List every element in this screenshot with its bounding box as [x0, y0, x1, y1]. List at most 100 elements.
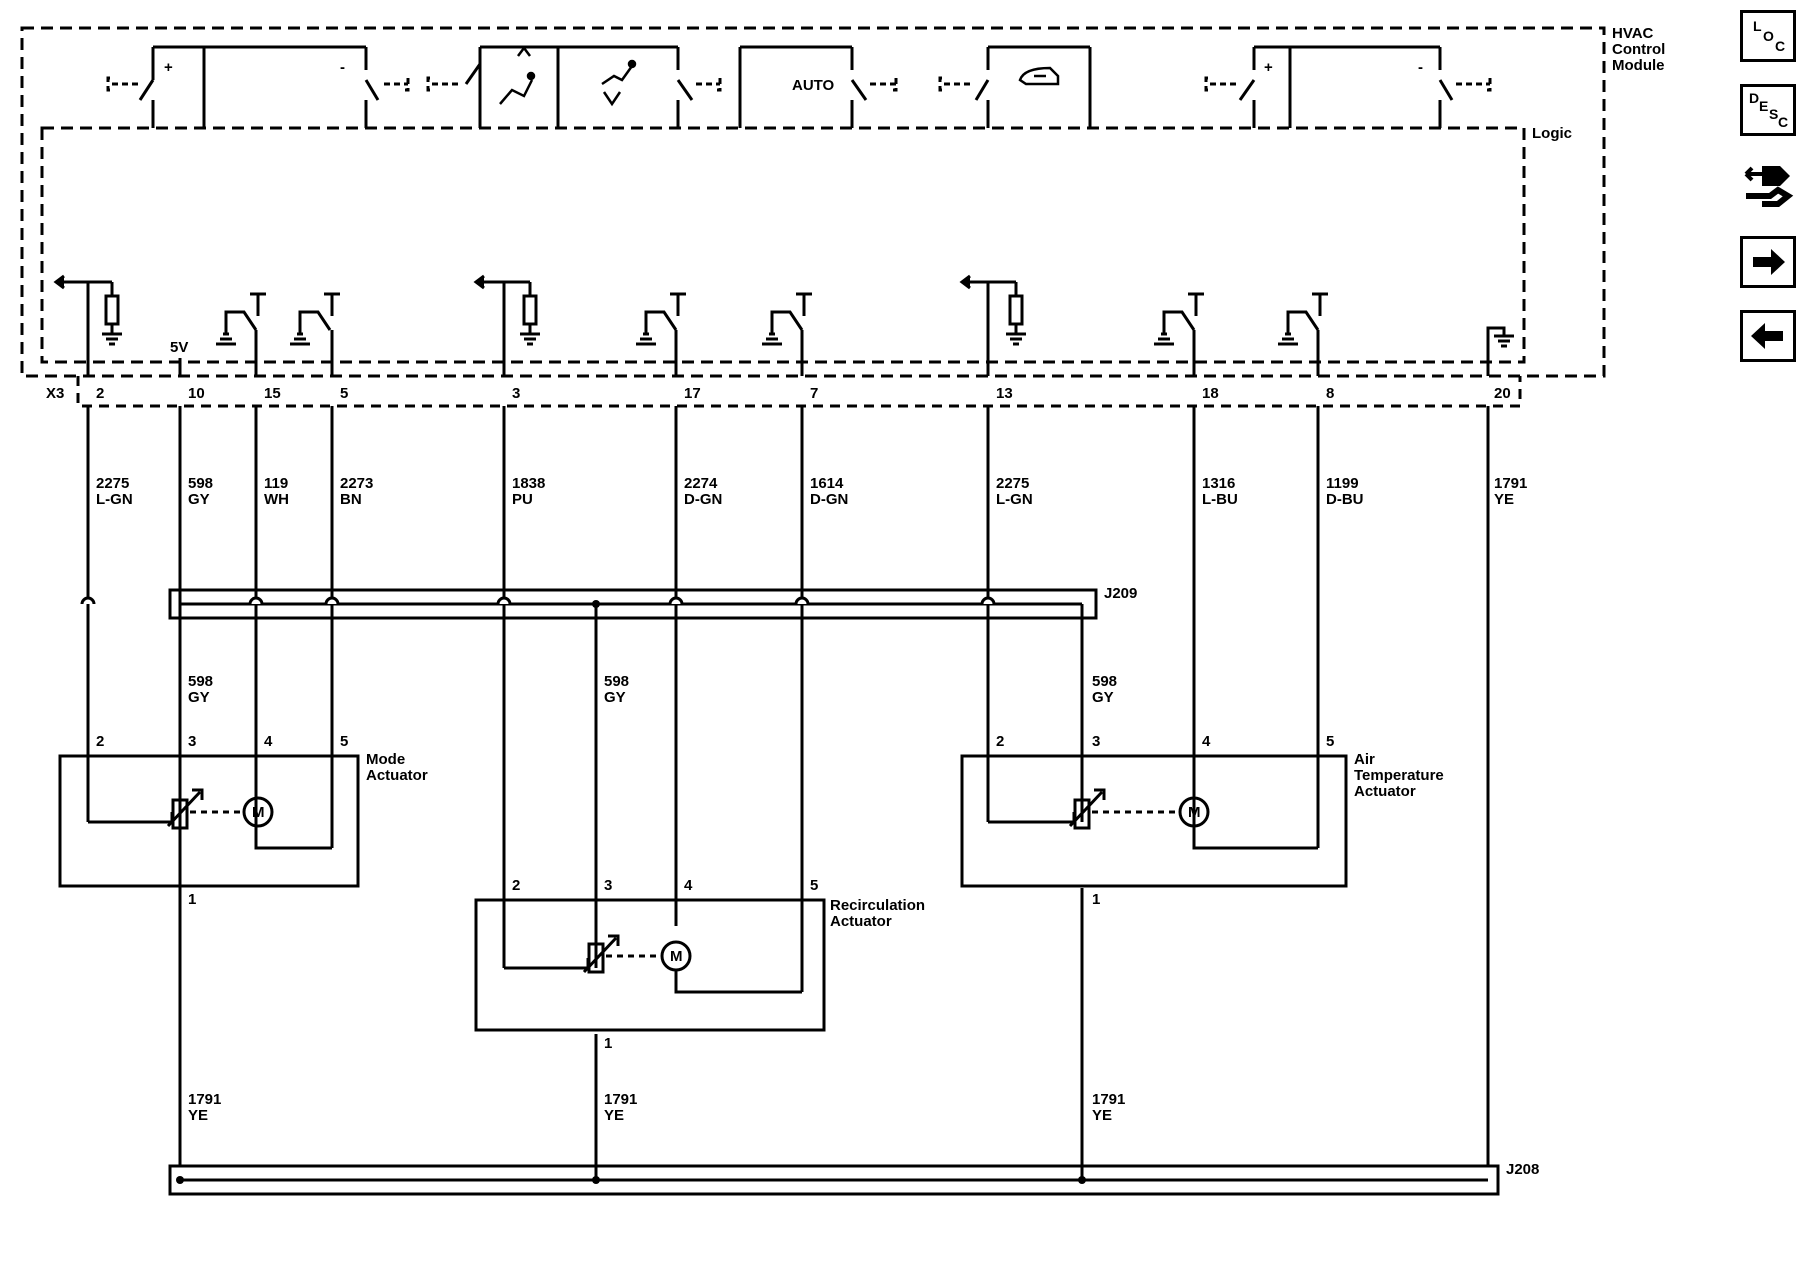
pin-label: 3: [1092, 733, 1100, 750]
wire-circuit: 119: [264, 475, 288, 492]
pin-label: 4: [264, 733, 273, 750]
connector-harness-icon: [1744, 166, 1794, 207]
connector-x3-outline: [76, 376, 1522, 408]
previous-page-button[interactable]: [1740, 310, 1796, 362]
recirc-position-sensor: [587, 942, 605, 974]
mode-actuator-name-2: Actuator: [366, 767, 428, 784]
mode-position-sensor: [171, 798, 189, 830]
wire-color: D-BU: [1326, 491, 1364, 508]
wire-circuit: 2275: [96, 475, 129, 492]
pin-label: 5: [340, 733, 348, 750]
connector-view-button[interactable]: [1740, 156, 1796, 208]
wire-circuit: 1791: [1494, 475, 1527, 492]
wire-color: YE: [1092, 1107, 1112, 1124]
desc-icon: D E S C: [1749, 90, 1788, 130]
module-name-1: HVAC: [1612, 25, 1654, 42]
wire-circuit: 1199: [1326, 475, 1359, 492]
switch-panel: [106, 45, 1492, 128]
minus-sign-2: -: [1418, 59, 1423, 76]
pin-label: 2: [96, 733, 104, 750]
wire-color: WH: [264, 491, 289, 508]
loc-icon: L O C: [1753, 18, 1785, 54]
air-temp-actuator-name-1: Air: [1354, 751, 1375, 768]
splice-j208-label: J208: [1506, 1161, 1539, 1178]
module-name-2: Control: [1612, 41, 1665, 58]
hvac-module-boundary: [20, 26, 1606, 378]
wire-circuit: 1614: [810, 475, 844, 492]
wire-color: YE: [188, 1107, 208, 1124]
wire-circuit: 598: [188, 475, 213, 492]
recirc-actuator-name-1: Recirculation: [830, 897, 925, 914]
pin-label: 2: [96, 385, 104, 402]
minus-sign: -: [340, 59, 345, 76]
pin-label: 5: [1326, 733, 1334, 750]
svg-text:C: C: [1775, 38, 1785, 54]
wire-color: L-GN: [96, 491, 133, 508]
defrost-icon: [499, 45, 536, 105]
wire-circuit: 598: [188, 673, 213, 690]
wire-color: GY: [188, 689, 210, 706]
svg-text:O: O: [1763, 28, 1774, 44]
splice-j209: [168, 588, 1098, 620]
svg-text:L: L: [1753, 18, 1762, 34]
auto-label: AUTO: [792, 77, 835, 94]
next-page-button[interactable]: [1740, 236, 1796, 288]
plus-sign: +: [164, 59, 173, 76]
arrow-left-icon: [1751, 323, 1783, 349]
svg-text:E: E: [1759, 98, 1768, 114]
air-temp-position-sensor: [1073, 798, 1091, 830]
wire-color: L-BU: [1202, 491, 1238, 508]
wire-circuit: 598: [604, 673, 629, 690]
wire-circuit: 2273: [340, 475, 373, 492]
plus-sign-2: +: [1264, 59, 1273, 76]
pin-label: 3: [512, 385, 520, 402]
five-volt-label: 5V: [170, 339, 188, 356]
pin-label: 8: [1326, 385, 1334, 402]
wire-color: L-GN: [996, 491, 1033, 508]
svg-text:S: S: [1769, 106, 1778, 122]
pin-label: 4: [684, 877, 693, 894]
pin-label: 3: [604, 877, 612, 894]
description-button[interactable]: D E S C: [1740, 84, 1796, 136]
recirculation-icon: [1018, 66, 1060, 86]
wire-labels: 2275 L-GN 598 GY 119 WH 2273 BN 1838 PU …: [96, 475, 1527, 1124]
recirc-actuator-labels: Recirculation Actuator 2 3 4 5 1 M: [512, 877, 925, 1052]
mode-actuator-box: [58, 754, 360, 888]
air-temp-actuator-name-3: Actuator: [1354, 783, 1416, 800]
recirc-actuator-name-2: Actuator: [830, 913, 892, 930]
air-temp-actuator-box: [960, 754, 1348, 888]
harness-wires: [86, 406, 1490, 1166]
motor-label: M: [252, 804, 265, 821]
svg-text:D: D: [1749, 90, 1759, 106]
wire-circuit: 1791: [604, 1091, 637, 1108]
wire-color: BN: [340, 491, 362, 508]
svg-text:C: C: [1778, 114, 1788, 130]
pin-label: 2: [996, 733, 1004, 750]
wire-circuit: 2275: [996, 475, 1029, 492]
wire-circuit: 1838: [512, 475, 545, 492]
pin-label: 3: [188, 733, 196, 750]
pin-label: 5: [810, 877, 818, 894]
location-button[interactable]: L O C: [1740, 10, 1796, 62]
wire-color: GY: [604, 689, 626, 706]
pin-label: 18: [1202, 385, 1219, 402]
motor-label: M: [670, 948, 683, 965]
mode-actuator-name-1: Mode: [366, 751, 405, 768]
wire-circuit: 1791: [188, 1091, 221, 1108]
mode-motor-icon: [242, 796, 274, 828]
pin-label: 5: [340, 385, 348, 402]
pin-label: 13: [996, 385, 1013, 402]
wire-color: D-GN: [684, 491, 722, 508]
pin-label: 1: [1092, 891, 1100, 908]
wiring-schematic: HVAC Control Module Logic X3 5V AUTO + -…: [20, 25, 1665, 1196]
pin-label: 4: [1202, 733, 1211, 750]
mode-actuator-labels: Mode Actuator 2 3 4 5 1 M: [96, 733, 428, 908]
connector-pins: 2 10 15 5 3 17 7 13 18 8 20: [96, 385, 1511, 402]
motor-label: M: [1188, 804, 1201, 821]
wire-circuit: 2274: [684, 475, 718, 492]
module-internal-circuits: [53, 274, 1514, 376]
air-temp-actuator-name-2: Temperature: [1354, 767, 1444, 784]
wire-color: YE: [1494, 491, 1514, 508]
pin-label: 15: [264, 385, 281, 402]
pin-label: 1: [604, 1035, 612, 1052]
